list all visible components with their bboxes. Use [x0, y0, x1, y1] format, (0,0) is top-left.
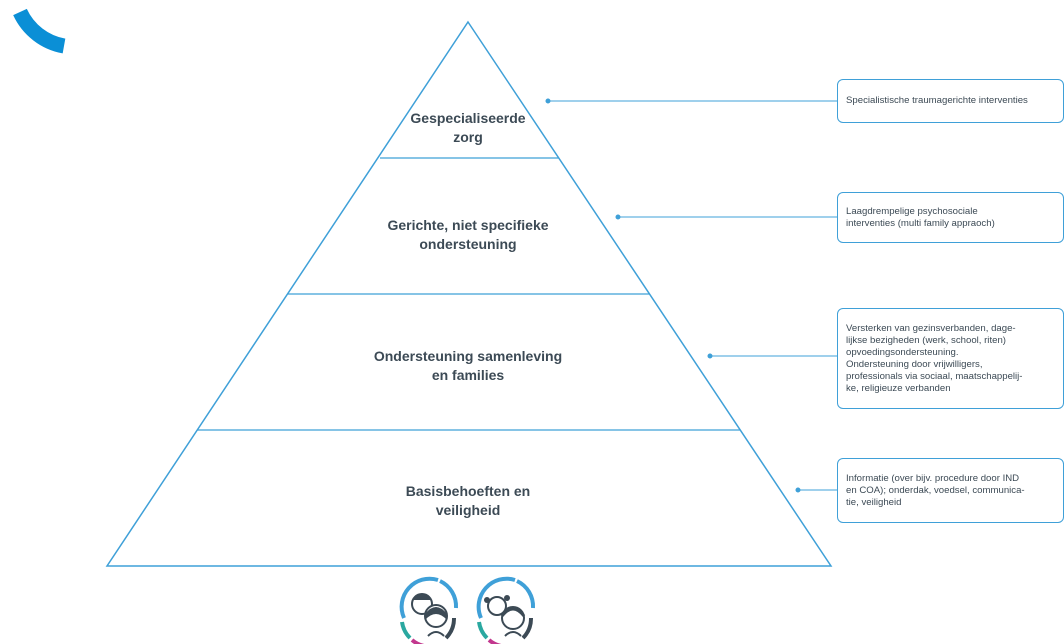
corner-arc-logo [13, 8, 66, 54]
tier-label-specialized-care: Gespecialiseerde zorg [410, 110, 526, 145]
tier-label-basic-needs: Basisbehoeften en veiligheid [405, 483, 531, 518]
callout-basic-needs: Informatie (over bijv. procedure door IN… [837, 458, 1064, 523]
tier-label-community-support: Ondersteuning samenleving en families [373, 348, 563, 383]
boy-girl-icon [399, 576, 459, 644]
connector-dot-3 [707, 353, 713, 359]
connector-dot-1 [545, 98, 551, 104]
callout-community-support: Versterken van gezinsverbanden, dage- li… [837, 308, 1064, 409]
connector-dot-2 [615, 214, 621, 220]
connector-dot-4 [795, 487, 801, 493]
callout-targeted-support: Laagdrempelige psychosociale interventie… [837, 192, 1064, 243]
callout-specialized-care: Specialistische traumagerichte intervent… [837, 79, 1064, 123]
tier-label-targeted-support: Gerichte, niet specifieke ondersteuning [387, 217, 549, 252]
girls-icon [476, 576, 536, 644]
